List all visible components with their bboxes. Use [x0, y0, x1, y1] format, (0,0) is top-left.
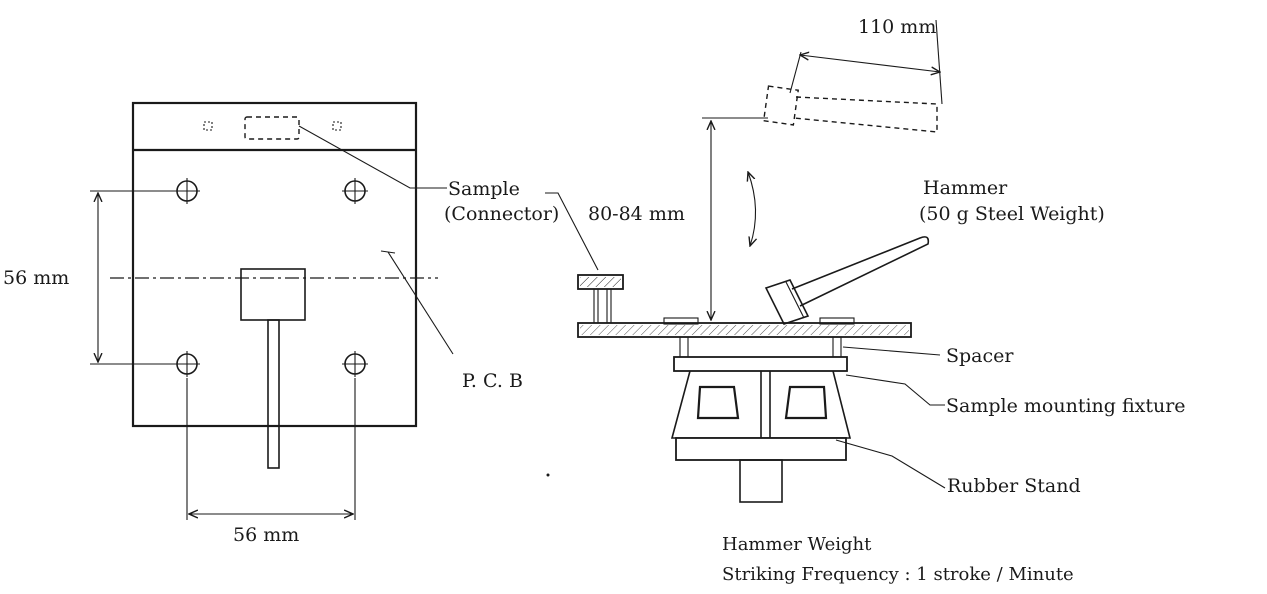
fixture-window-right — [784, 385, 828, 420]
sample-connector-outline — [244, 116, 300, 140]
rubber-stand-base — [675, 437, 847, 461]
pad-trace — [267, 319, 280, 469]
hammer-handle — [791, 236, 930, 307]
top-view: 56 mm 56 mm Sample (Connector) P. C. B — [3, 101, 559, 546]
dim-hammer-length-label: 110 mm — [858, 16, 936, 38]
pcb-label: P. C. B — [462, 370, 523, 392]
pcb-leader-tick — [380, 250, 396, 254]
swing-arc-arrow — [748, 172, 756, 246]
clamp-screw-head-hatch — [580, 277, 621, 287]
dim-height-label: 80-84 mm — [588, 203, 685, 225]
pad-block — [240, 268, 306, 321]
fixture-label: Sample mounting fixture — [946, 395, 1186, 417]
hammer-head-edge — [785, 281, 805, 319]
fixture-leader — [845, 374, 945, 406]
mounting-hole-bottom-left — [174, 351, 200, 377]
fixture-window-left — [696, 385, 740, 420]
spacer-left — [679, 336, 689, 358]
dim-left-vertical-label: 56 mm — [3, 267, 69, 289]
rubber-stand-label: Rubber Stand — [947, 475, 1081, 497]
note-striking-frequency: Striking Frequency : 1 stroke / Minute — [722, 564, 1074, 585]
mount-hole-marker-right — [332, 121, 342, 131]
mounting-hole-top-left — [174, 178, 200, 204]
dim-hammer-extension-right — [935, 19, 943, 105]
sample-side-leader — [545, 192, 599, 271]
sample-label: Sample — [448, 178, 520, 200]
dim-hammer-line — [800, 55, 940, 72]
pcb-leader — [387, 251, 454, 355]
sample-leader — [298, 125, 447, 189]
note-hammer-weight: Hammer Weight — [722, 534, 872, 555]
pcb-side-hatch — [580, 325, 909, 335]
spacer-right — [832, 336, 842, 358]
spacer-leader — [842, 346, 941, 356]
board-bump-2 — [819, 317, 855, 325]
mount-hole-marker-left — [203, 121, 213, 131]
side-view: 110 mm 80-84 mm Hammer (50 g Steel Weigh… — [545, 16, 1186, 585]
connector-label: (Connector) — [444, 203, 559, 225]
mounting-hole-top-right — [342, 178, 368, 204]
hammer-weight-spec-label: (50 g Steel Weight) — [919, 203, 1105, 225]
hammer-head — [764, 279, 810, 325]
mounting-hole-bottom-right — [342, 351, 368, 377]
fixture-top-plate — [673, 356, 848, 372]
hammer-label: Hammer — [923, 177, 1008, 199]
hammer-head-raised — [762, 85, 800, 126]
rubber-stand-post — [739, 459, 783, 503]
pcb-board-outline — [131, 101, 418, 428]
spacer-label: Spacer — [946, 345, 1014, 367]
clamp-screw-post — [593, 288, 612, 324]
dim-hammer-extension-left — [789, 51, 802, 94]
rubber-stand-leader — [835, 439, 946, 489]
stray-dot — [546, 473, 550, 477]
hammer-handle-raised — [793, 96, 938, 133]
dim-left-horizontal-label: 56 mm — [233, 524, 299, 546]
board-bump-1 — [663, 317, 699, 325]
